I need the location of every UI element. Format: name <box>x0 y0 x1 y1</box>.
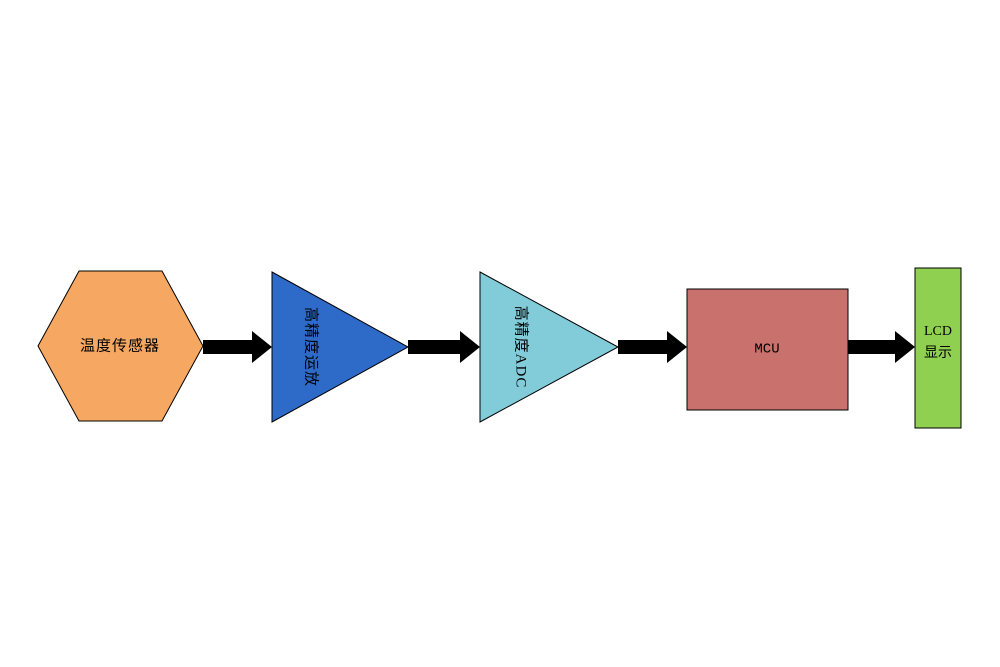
adc-triangle-shape <box>479 271 620 423</box>
arrow-sensor-to-opamp <box>203 331 272 363</box>
node-temperature-sensor: 温度传感器 <box>37 270 204 422</box>
arrow-opamp-to-adc <box>408 331 480 363</box>
mcu-label: MCU <box>754 342 779 358</box>
adc-label: 高精度ADC <box>513 306 530 389</box>
node-opamp: 高精度运放 <box>271 271 410 423</box>
opamp-label: 高精度运放 <box>303 307 320 387</box>
node-mcu: MCU <box>686 288 849 411</box>
arrow-mcu-to-lcd <box>848 331 915 363</box>
lcd-label-line1: LCD <box>924 324 952 339</box>
lcd-label-line2: 显示 <box>924 346 952 361</box>
node-adc: 高精度ADC <box>479 271 620 423</box>
temperature-sensor-label: 温度传感器 <box>80 337 160 354</box>
node-lcd-display: LCD 显示 <box>914 267 962 429</box>
lcd-rect-shape <box>914 267 962 429</box>
opamp-triangle-shape <box>271 271 410 423</box>
mcu-rect-shape <box>686 288 849 411</box>
arrow-adc-to-mcu <box>618 331 687 363</box>
